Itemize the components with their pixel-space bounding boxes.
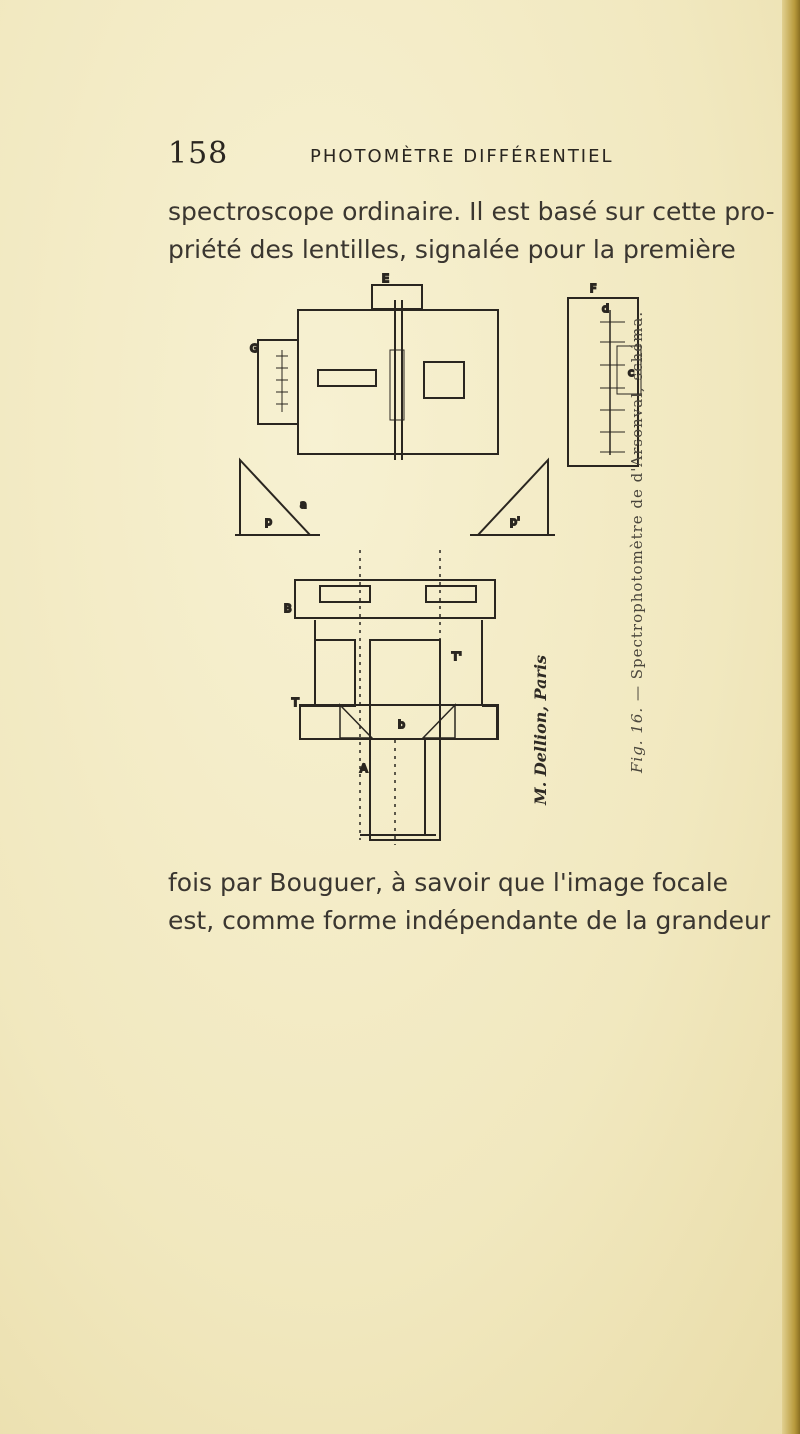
tube-head <box>294 579 496 619</box>
label-f: F <box>590 282 596 295</box>
figure-number: Fig. 16. <box>628 706 646 773</box>
label-g: G <box>250 342 259 355</box>
figure-caption-text: — Spectrophotomètre de d'Arsonval, schém… <box>628 310 646 702</box>
figure-caption: Fig. 16. — Spectrophotomètre de d'Arsonv… <box>628 311 650 773</box>
label-p: p <box>265 515 272 528</box>
eyepiece-housing <box>297 309 499 455</box>
label-e: E <box>382 272 389 285</box>
label-a: A <box>360 762 368 775</box>
label-b-upper: B <box>284 602 292 615</box>
paragraph-top: spectroscope ordinaire. Il est basé sur … <box>168 197 775 273</box>
eyepiece-cap <box>371 284 423 310</box>
lens-right <box>425 585 477 603</box>
paragraph-bottom: fois par Bouguer, à savoir que l'image f… <box>168 868 771 944</box>
lower-prism-block <box>299 704 499 740</box>
page-header: 158 PHOTOMÈTRE DIFFÉRENTIEL <box>168 136 768 176</box>
scale-strip <box>389 349 405 421</box>
label-a-small: a <box>300 498 307 511</box>
page-edge <box>782 0 800 1434</box>
slit-right <box>423 361 465 399</box>
running-head: PHOTOMÈTRE DIFFÉRENTIEL <box>310 146 614 167</box>
label-p-prime: p' <box>510 515 520 528</box>
label-t-prime: T' <box>451 650 462 663</box>
text-line: fois par Bouguer, à savoir que l'image f… <box>168 868 729 897</box>
left-scale-box <box>257 339 299 425</box>
label-b: b <box>398 718 405 731</box>
label-d: d <box>602 302 609 315</box>
lens-left <box>319 585 371 603</box>
text-line: spectroscope ordinaire. Il est basé sur … <box>168 197 775 226</box>
slit-left <box>317 369 377 387</box>
scale-inset <box>567 297 639 467</box>
engraver-signature: M. Dellion, Paris <box>531 654 550 805</box>
text-line: est, comme forme indépendante de la gran… <box>168 906 771 935</box>
text-line: priété des lentilles, signalée pour la p… <box>168 235 736 264</box>
label-t: T <box>291 696 299 709</box>
page-number: 158 <box>168 136 229 171</box>
label-c: c <box>628 366 634 379</box>
